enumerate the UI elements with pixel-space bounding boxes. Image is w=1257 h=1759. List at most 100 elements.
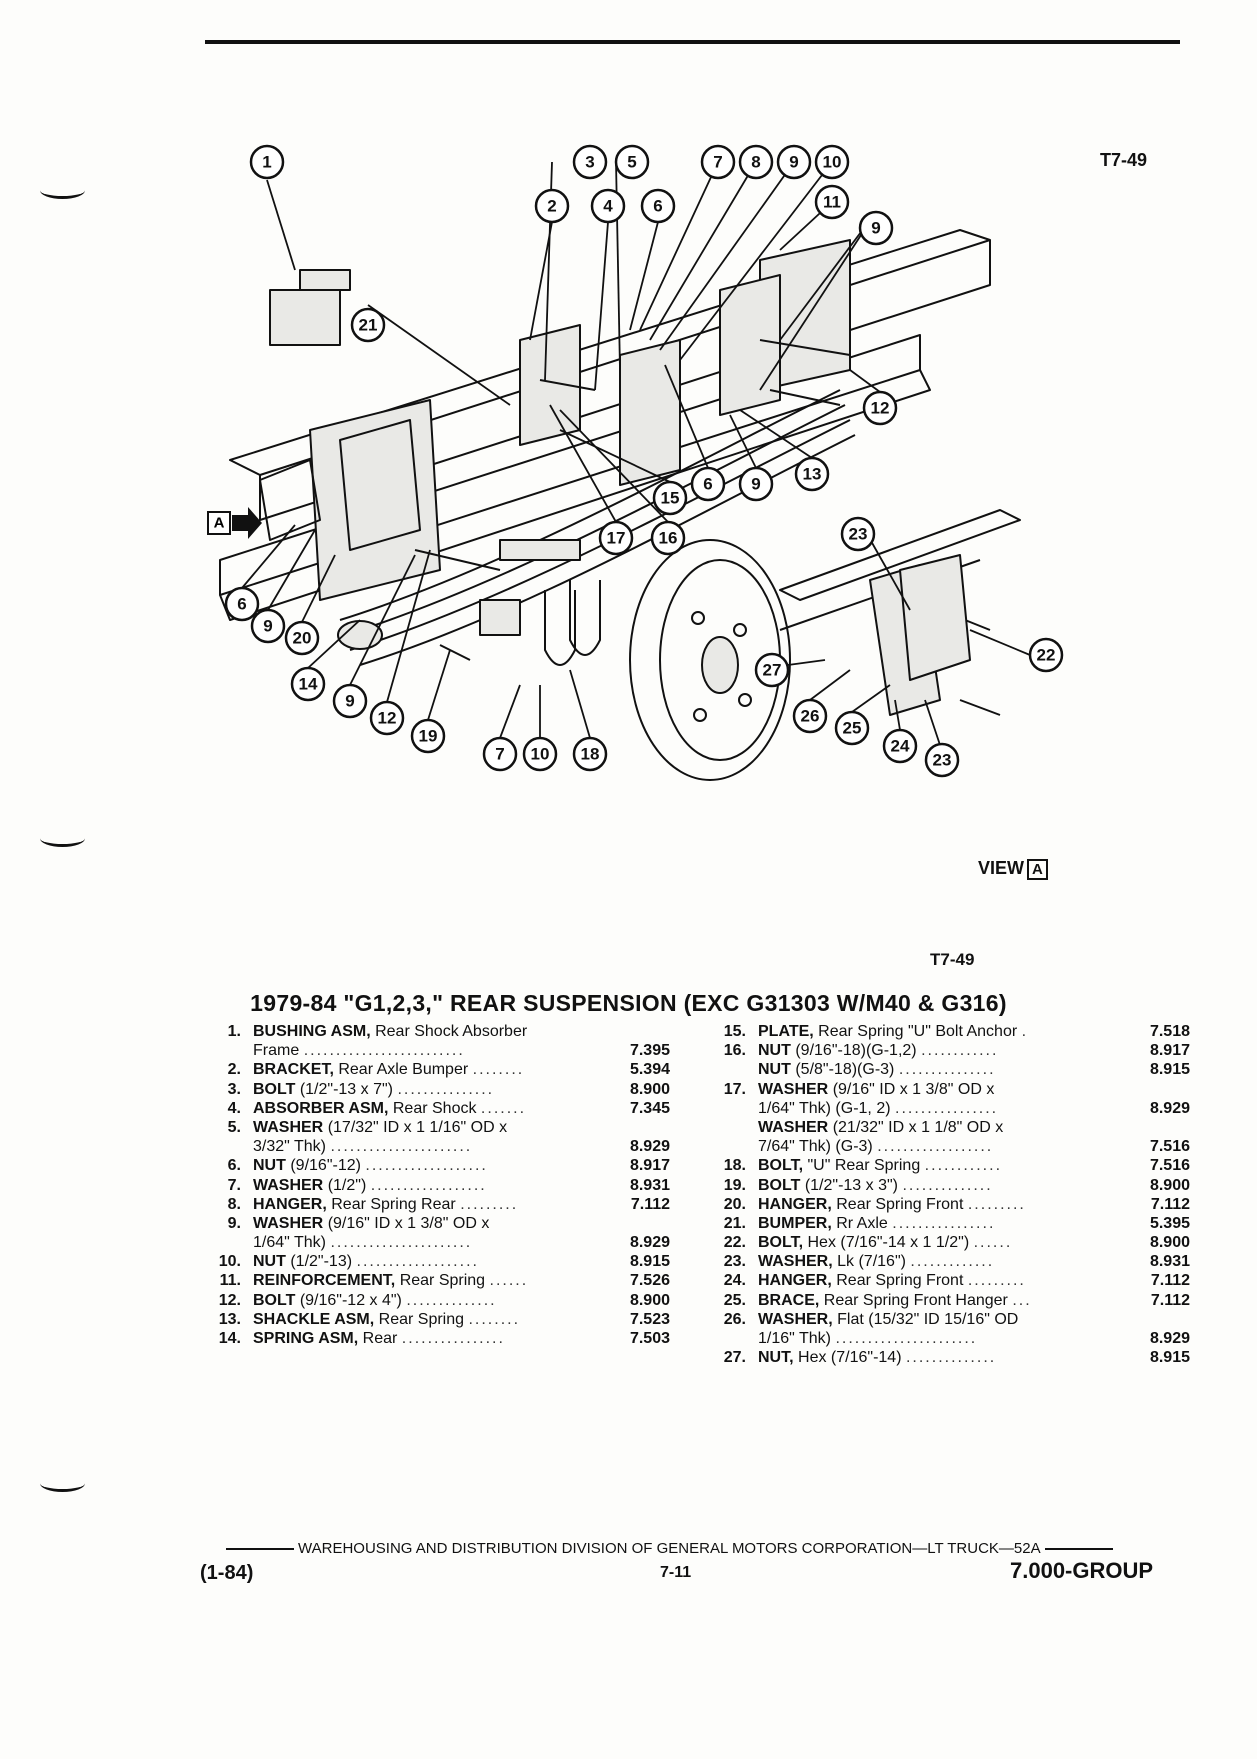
- parts-list-row: 24. HANGER, Rear Spring Front ......... 7.…: [700, 1271, 1190, 1290]
- callout-12: 12: [862, 390, 898, 426]
- part-description: 1/16" Thk) ......................: [758, 1329, 1120, 1348]
- group-number: 5.395: [1149, 1214, 1190, 1232]
- part-detail: (1/2"-13 x 7"): [299, 1080, 393, 1098]
- leader-dots: ......................: [330, 1138, 473, 1156]
- group-number: 7.112: [1150, 1195, 1190, 1213]
- callout-17: 17: [598, 520, 634, 556]
- parts-list-row: 6.NUT (9/16"-12) ...................8.91…: [195, 1156, 670, 1175]
- callout-7b: 7: [482, 736, 518, 772]
- brake-drum: [629, 539, 791, 781]
- part-number: 11.: [219, 1272, 241, 1290]
- part-name: ABSORBER ASM,: [253, 1099, 389, 1117]
- part-detail: (1/2"): [327, 1176, 367, 1194]
- part-description: REINFORCEMENT, Rear Spring ......: [253, 1271, 600, 1290]
- svg-text:9: 9: [263, 617, 272, 636]
- part-detail: Rear: [362, 1330, 398, 1347]
- part-number: 5.: [227, 1118, 241, 1136]
- group-number: [1120, 1118, 1190, 1137]
- part-number: 25.: [723, 1291, 746, 1309]
- part-name: BUMPER,: [758, 1214, 832, 1232]
- figure-code-top: T7-49: [1100, 150, 1148, 170]
- svg-text:24: 24: [891, 737, 910, 756]
- callout-16: 16: [650, 520, 686, 556]
- svg-text:18: 18: [581, 745, 600, 764]
- leader-dots: .: [1021, 1023, 1029, 1040]
- svg-text:12: 12: [378, 709, 397, 728]
- arrow-letter: A: [214, 515, 225, 532]
- group-number: 8.915: [629, 1253, 670, 1271]
- svg-text:11: 11: [823, 193, 841, 212]
- svg-text:20: 20: [293, 629, 312, 648]
- part-description: BUSHING ASM, Rear Shock Absorber: [253, 1022, 600, 1041]
- callout-11: 11: [814, 184, 850, 220]
- part-description: BOLT (1/2"-13 x 3") ..............: [758, 1176, 1120, 1195]
- parts-list-row: 9.WASHER (9/16" ID x 1 3/8" OD x: [195, 1214, 670, 1233]
- part-description: WASHER, Lk (7/16") .............: [758, 1252, 1120, 1271]
- group-number: 7.518: [1149, 1023, 1190, 1040]
- svg-text:16: 16: [659, 529, 678, 548]
- leader-dots: ...................: [356, 1253, 479, 1271]
- group-number: [600, 1214, 670, 1233]
- part-number: 26.: [723, 1310, 746, 1328]
- leader-dots: ............: [921, 1042, 999, 1060]
- parts-list-row: 17.WASHER (9/16" ID x 1 3/8" OD x: [700, 1080, 1190, 1099]
- parts-list-row: Frame .........................7.395: [195, 1041, 670, 1060]
- part-detail: Rear Shock: [392, 1099, 477, 1117]
- callout-26: 26: [792, 698, 828, 734]
- parts-list-row: 21.BUMPER, Rr Axle ................5.395: [700, 1214, 1190, 1233]
- part-description: SPRING ASM, Rear ................: [253, 1329, 600, 1348]
- parts-list-row: WASHER (21/32" ID x 1 1/8" OD x: [700, 1118, 1190, 1137]
- group-number: 8.929: [629, 1234, 670, 1252]
- part-detail: (9/16"-18)(G-1,2): [795, 1042, 917, 1060]
- svg-text:15: 15: [661, 489, 680, 508]
- svg-text:3: 3: [585, 153, 594, 172]
- group-number: 7.523: [629, 1310, 670, 1328]
- parts-list-row: 5.WASHER (17/32" ID x 1 1/16" OD x: [195, 1118, 670, 1137]
- leader-dots: .......: [480, 1099, 527, 1117]
- part-number: 22.: [723, 1234, 746, 1252]
- parts-list-row: 26.WASHER, Flat (15/32" ID 15/16" OD: [700, 1310, 1190, 1329]
- part-detail: (1/2"-13 x 3"): [804, 1176, 898, 1194]
- part-description: Frame .........................: [253, 1041, 600, 1060]
- parts-list-row: 12.BOLT (9/16"-12 x 4") ..............8.…: [195, 1291, 670, 1310]
- part-number: 19.: [723, 1176, 746, 1194]
- callout-4: 4: [590, 188, 626, 224]
- callout-10: 10: [814, 144, 850, 180]
- leader-dots: ...............: [898, 1061, 996, 1079]
- callout-23b: 23: [924, 742, 960, 778]
- parts-list-row: 8.HANGER, Rear Spring Rear .........7.11…: [195, 1195, 670, 1214]
- parts-list-row: 10.NUT (1/2"-13) ...................8.91…: [195, 1252, 670, 1271]
- svg-text:26: 26: [801, 707, 820, 726]
- group-number: 8.929: [1149, 1330, 1190, 1347]
- group-number: 7.112: [1150, 1272, 1190, 1290]
- part-name: WASHER: [253, 1214, 324, 1232]
- parts-list-row: 27.NUT, Hex (7/16"-14) ..............8.9…: [700, 1348, 1190, 1367]
- footer-date: (1-84): [200, 1562, 254, 1584]
- part-number: 2.: [227, 1061, 241, 1079]
- svg-text:6: 6: [237, 595, 246, 614]
- callout-2: 2: [534, 188, 570, 224]
- part-description: BRACKET, Rear Axle Bumper ........: [253, 1060, 600, 1079]
- callout-9e: 9: [332, 683, 368, 719]
- leader-dots: ..............: [406, 1291, 497, 1309]
- part-name: BOLT,: [758, 1157, 804, 1175]
- part-detail: Rr Axle: [836, 1214, 888, 1232]
- group-number: 8.915: [1149, 1349, 1190, 1367]
- parts-list-row: 1.BUSHING ASM, Rear Shock Absorber: [195, 1022, 670, 1041]
- parts-list-row: 1/64" Thk) (G-1, 2) ................8.92…: [700, 1099, 1190, 1118]
- part-name: WASHER,: [758, 1253, 833, 1271]
- part-detail: (9/16" ID x 1 3/8" OD x: [832, 1080, 995, 1098]
- part-name: BOLT: [253, 1291, 296, 1309]
- group-number: 8.900: [629, 1291, 670, 1309]
- part-number: [700, 1099, 758, 1118]
- binder-hole-mark: [40, 182, 85, 199]
- part-description: NUT (5/8"-18)(G-3) ...............: [758, 1060, 1120, 1079]
- part-description: HANGER, Rear Spring Front .........: [758, 1271, 1120, 1290]
- part-number: [195, 1041, 253, 1060]
- svg-text:23: 23: [933, 751, 952, 770]
- svg-text:23: 23: [849, 525, 868, 544]
- leader-dots: ...............: [397, 1080, 495, 1098]
- part-number: 24.: [723, 1272, 746, 1290]
- parts-list-row: NUT (5/8"-18)(G-3) ...............8.915: [700, 1060, 1190, 1079]
- part-number: 8.: [227, 1195, 241, 1213]
